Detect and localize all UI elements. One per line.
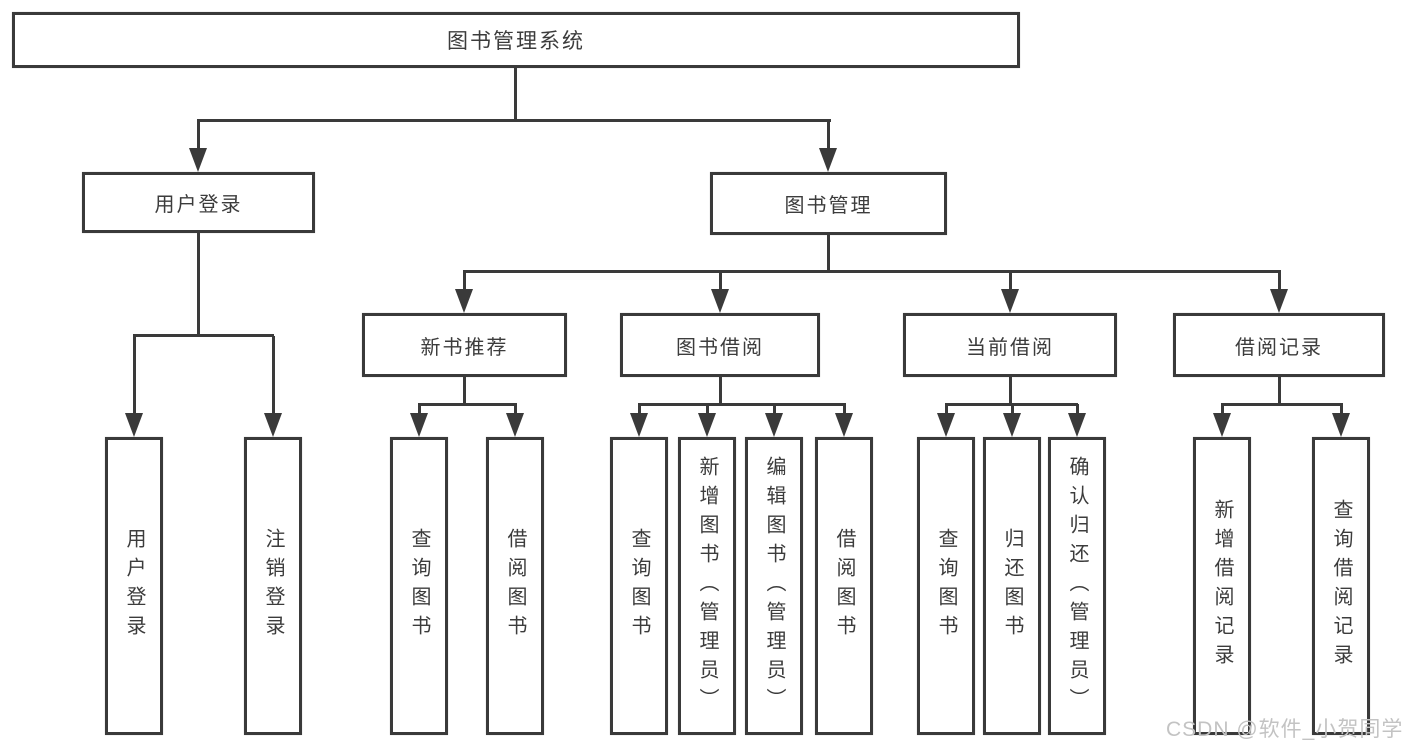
node-borrowing-records: 借阅记录	[1173, 313, 1385, 377]
arrow-down-icon	[1270, 289, 1288, 313]
connector-line	[945, 404, 948, 416]
arrow-down-icon	[189, 148, 207, 172]
connector-line	[197, 120, 200, 150]
leaf-query-books-current: 查询图书	[917, 437, 975, 735]
arrow-down-icon	[1213, 413, 1231, 437]
node-library-management-system: 图书管理系统	[12, 12, 1020, 68]
leaf-query-books-recommend: 查询图书	[390, 437, 448, 735]
connector-line	[418, 404, 421, 416]
connector-line	[514, 404, 517, 416]
leaf-query-borrow-record: 查询借阅记录	[1312, 437, 1370, 735]
connector-line	[463, 377, 466, 406]
connector-line	[1221, 404, 1224, 416]
connector-line	[827, 120, 830, 150]
connector-line	[463, 270, 1281, 273]
connector-line	[638, 404, 641, 416]
connector-line	[1221, 403, 1343, 406]
connector-line	[1011, 404, 1014, 416]
arrow-down-icon	[1332, 413, 1350, 437]
watermark: CSDN @软件_小贺同学	[1166, 718, 1404, 741]
connector-line	[773, 404, 776, 416]
connector-line	[843, 404, 846, 416]
node-current-borrowing: 当前借阅	[903, 313, 1117, 377]
arrow-down-icon	[819, 148, 837, 172]
arrow-down-icon	[1003, 413, 1021, 437]
arrow-down-icon	[765, 413, 783, 437]
arrow-down-icon	[264, 413, 282, 437]
connector-line	[706, 404, 709, 416]
node-book-borrowing: 图书借阅	[620, 313, 820, 377]
arrow-down-icon	[410, 413, 428, 437]
leaf-borrow-books-recommend: 借阅图书	[486, 437, 544, 735]
arrow-down-icon	[455, 289, 473, 313]
arrow-down-icon	[506, 413, 524, 437]
connector-line	[1340, 404, 1343, 416]
connector-line	[1278, 377, 1281, 406]
connector-line	[272, 336, 275, 415]
arrow-down-icon	[125, 413, 143, 437]
connector-line	[1278, 272, 1281, 292]
leaf-return-books: 归还图书	[983, 437, 1041, 735]
connector-line	[418, 403, 517, 406]
connector-line	[133, 334, 274, 337]
leaf-borrow-books-borrowing: 借阅图书	[815, 437, 873, 735]
arrow-down-icon	[1068, 413, 1086, 437]
arrow-down-icon	[835, 413, 853, 437]
node-book-management: 图书管理	[710, 172, 947, 235]
connector-line	[827, 235, 830, 273]
arrow-down-icon	[937, 413, 955, 437]
connector-line	[638, 403, 846, 406]
connector-line	[1009, 377, 1012, 406]
arrow-down-icon	[698, 413, 716, 437]
connector-line	[719, 377, 722, 406]
leaf-add-borrow-record: 新增借阅记录	[1193, 437, 1251, 735]
arrow-down-icon	[1001, 289, 1019, 313]
leaf-edit-book-admin: 编辑图书（管理员）	[745, 437, 803, 735]
connector-line	[719, 272, 722, 292]
leaf-add-book-admin: 新增图书（管理员）	[678, 437, 736, 735]
connector-line	[1076, 404, 1079, 416]
node-user-login: 用户登录	[82, 172, 315, 233]
leaf-confirm-return-admin: 确认归还（管理员）	[1048, 437, 1106, 735]
leaf-logout: 注销登录	[244, 437, 302, 735]
connector-line	[463, 272, 466, 292]
leaf-query-books-borrowing: 查询图书	[610, 437, 668, 735]
leaf-user-login: 用户登录	[105, 437, 163, 735]
connector-line	[197, 233, 200, 337]
node-new-book-recommendation: 新书推荐	[362, 313, 567, 377]
arrow-down-icon	[711, 289, 729, 313]
connector-line	[1009, 272, 1012, 292]
connector-line	[197, 119, 831, 122]
connector-line	[133, 336, 136, 415]
connector-line	[514, 68, 517, 121]
arrow-down-icon	[630, 413, 648, 437]
